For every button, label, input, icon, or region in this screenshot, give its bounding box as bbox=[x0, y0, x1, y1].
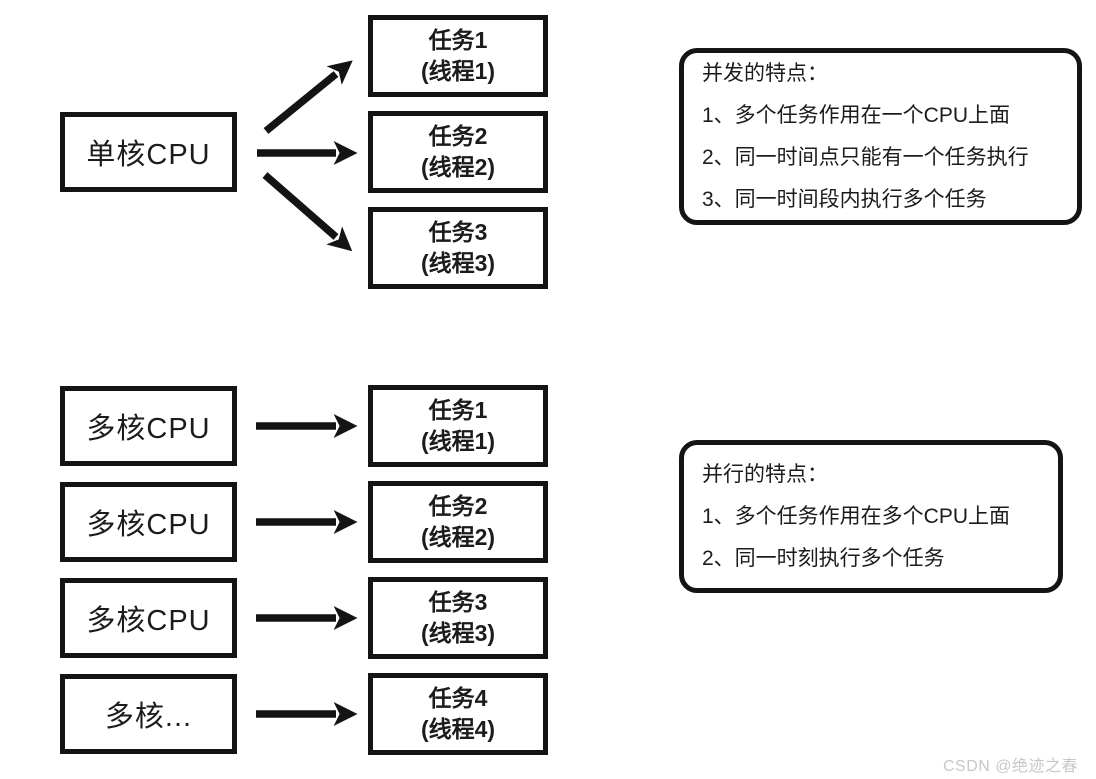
note-item: 1、多个任务作用在一个CPU上面 bbox=[702, 104, 1011, 127]
watermark: CSDN @绝迹之春 bbox=[943, 758, 1079, 775]
multi-cpu-box-3: 多核CPU bbox=[60, 578, 237, 658]
multi-cpu-box-2: 多核CPU bbox=[60, 482, 237, 562]
task-title: 任务1 bbox=[428, 27, 488, 53]
arrow-singlecpu-to-task1-icon bbox=[263, 60, 353, 134]
note-item: 2、同一时间点只能有一个任务执行 bbox=[702, 146, 1029, 169]
task-title: 任务4 bbox=[428, 685, 488, 711]
parallel-task-box-2: 任务2 (线程2) bbox=[368, 481, 548, 563]
note-item: 1、多个任务作用在多个CPU上面 bbox=[702, 505, 1011, 528]
multi-cpu-more-box: 多核... bbox=[60, 674, 237, 754]
task-subtitle: (线程1) bbox=[420, 428, 496, 454]
note-item: 2、同一时刻执行多个任务 bbox=[702, 547, 945, 570]
note-title: 并发的特点： bbox=[702, 62, 828, 85]
parallelism-note: 并行的特点： 1、多个任务作用在多个CPU上面 2、同一时刻执行多个任务 bbox=[679, 440, 1063, 593]
parallel-task-box-3: 任务3 (线程3) bbox=[368, 577, 548, 659]
parallel-task-box-4: 任务4 (线程4) bbox=[368, 673, 548, 755]
parallel-task-box-1: 任务1 (线程1) bbox=[368, 385, 548, 467]
note-item: 3、同一时间段内执行多个任务 bbox=[702, 188, 987, 211]
task-box-2: 任务2 (线程2) bbox=[368, 111, 548, 193]
multi-cpu-label: 多核... bbox=[104, 701, 193, 733]
multi-cpu-box-1: 多核CPU bbox=[60, 386, 237, 466]
arrow-singlecpu-to-task3-icon bbox=[262, 172, 353, 252]
task-subtitle: (线程2) bbox=[420, 154, 496, 180]
task-subtitle: (线程3) bbox=[420, 620, 496, 646]
task-title: 任务3 bbox=[428, 219, 488, 245]
task-title: 任务2 bbox=[428, 123, 488, 149]
multi-cpu-label: 多核CPU bbox=[86, 413, 211, 445]
task-title: 任务2 bbox=[428, 493, 488, 519]
task-subtitle: (线程4) bbox=[420, 716, 496, 742]
task-box-3: 任务3 (线程3) bbox=[368, 207, 548, 289]
task-title: 任务3 bbox=[428, 589, 488, 615]
task-subtitle: (线程3) bbox=[420, 250, 496, 276]
task-box-1: 任务1 (线程1) bbox=[368, 15, 548, 97]
multi-cpu-label: 多核CPU bbox=[86, 509, 211, 541]
task-title: 任务1 bbox=[428, 397, 488, 423]
concurrency-note: 并发的特点： 1、多个任务作用在一个CPU上面 2、同一时间点只能有一个任务执行… bbox=[679, 48, 1082, 225]
task-subtitle: (线程1) bbox=[420, 58, 496, 84]
multi-cpu-label: 多核CPU bbox=[86, 605, 211, 637]
task-subtitle: (线程2) bbox=[420, 524, 496, 550]
single-cpu-box: 单核CPU bbox=[60, 112, 237, 192]
note-title: 并行的特点： bbox=[702, 463, 828, 486]
single-cpu-label: 单核CPU bbox=[86, 139, 211, 171]
